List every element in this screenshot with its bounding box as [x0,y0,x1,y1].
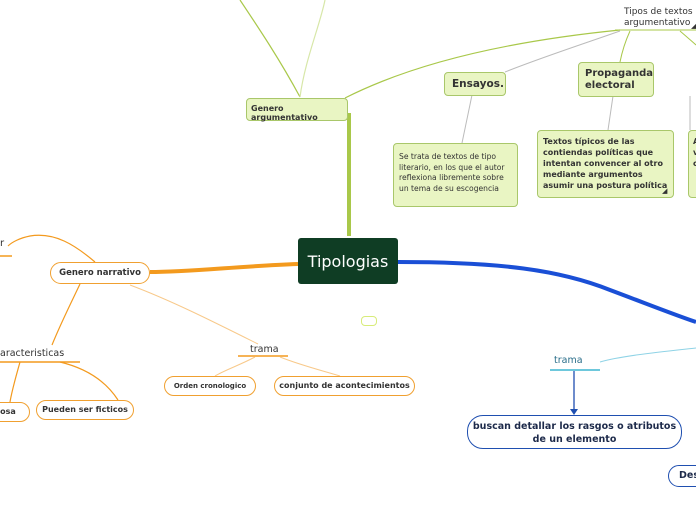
empty-node[interactable] [361,316,377,326]
orange-main-branch [149,262,299,274]
arrow-head [570,409,578,415]
line-carac-to-pueden [59,361,119,401]
cut-v: v [693,148,696,157]
pueden-node[interactable]: Pueden ser ficticos [36,400,134,420]
genero-narrativo-node[interactable]: Genero narrativo [50,262,150,284]
cut-c: c [693,159,696,168]
buscan-node[interactable]: buscan detallar los rasgos o atributos d… [467,415,682,449]
genero-narrativo-label: Genero narrativo [59,268,141,278]
ensayos-label: Ensayos. [452,78,504,90]
caracteristicas-label[interactable]: aracteristicas [0,348,65,359]
propaganda-node[interactable]: Propaganda electoral [578,62,654,97]
line-arg-to-top-mid [299,0,326,98]
conjunto-node[interactable]: conjunto de acontecimientos [274,376,415,396]
orden-node[interactable]: Orden cronologico [164,376,256,396]
cut-des-label: Des [679,470,696,481]
line-trama-to-orden [214,356,256,377]
propaganda-desc-text: Textos típicos de las contiendas polític… [543,137,668,190]
ensayos-desc-node[interactable]: Se trata de textos de tipo literario, en… [393,143,518,207]
ensayos-node[interactable]: Ensayos. [444,72,506,96]
propaganda-desc-node[interactable]: Textos típicos de las contiendas polític… [537,130,674,198]
line-arg-to-top-left [239,0,301,98]
line-narr-to-trama [129,284,259,345]
tipos-textos-line1: Tipos de textos [624,7,693,17]
expand-icon[interactable]: ◢ [662,187,668,195]
cut-right-green-node[interactable]: A v c [688,130,696,198]
cut-a: A [693,136,696,147]
line-tipos-to-right [679,30,696,46]
genero-argumentativo-label: Genero argumentativo [251,104,318,122]
cut-osa-label: osa [0,407,16,416]
line-narr-to-carac [51,283,81,346]
line-propaganda-to-desc [607,95,614,131]
central-label: Tipologias [307,251,389,271]
line-blue-to-trama [599,347,696,363]
ensayos-desc-text: Se trata de textos de tipo literario, en… [399,152,505,193]
line-narr-to-r [7,234,96,263]
conjunto-label: conjunto de acontecimientos [279,381,410,390]
cut-osa-node[interactable]: osa [0,402,30,422]
cut-r-label[interactable]: r [0,238,5,249]
pueden-label: Pueden ser ficticos [42,405,128,414]
cut-des-node[interactable]: Des [668,465,696,487]
tipos-textos-node[interactable]: Tipos de textos argumentativo [624,7,693,29]
tipos-textos-line2: argumentativo [624,18,691,28]
propaganda-label: Propaganda electoral [585,68,653,91]
line-arg-to-tipos [344,29,621,99]
orden-label: Orden cronologico [173,382,247,390]
line-trama-to-conjunto [279,356,341,377]
genero-argumentativo-node[interactable]: Genero argumentativo [246,98,348,122]
trama-left-label[interactable]: trama [250,344,279,355]
line-carac-to-osa [9,361,21,403]
expand-icon[interactable]: ◢ [691,22,696,30]
line-ensayos-to-desc [461,94,473,144]
buscan-label: buscan detallar los rasgos o atributos d… [472,421,677,445]
trama-right-label[interactable]: trama [554,355,583,366]
line-tipos-to-propaganda [619,30,631,63]
central-node[interactable]: Tipologias [298,238,398,284]
line-tipos-to-ensayos [504,30,621,73]
blue-main-branch [397,260,696,324]
